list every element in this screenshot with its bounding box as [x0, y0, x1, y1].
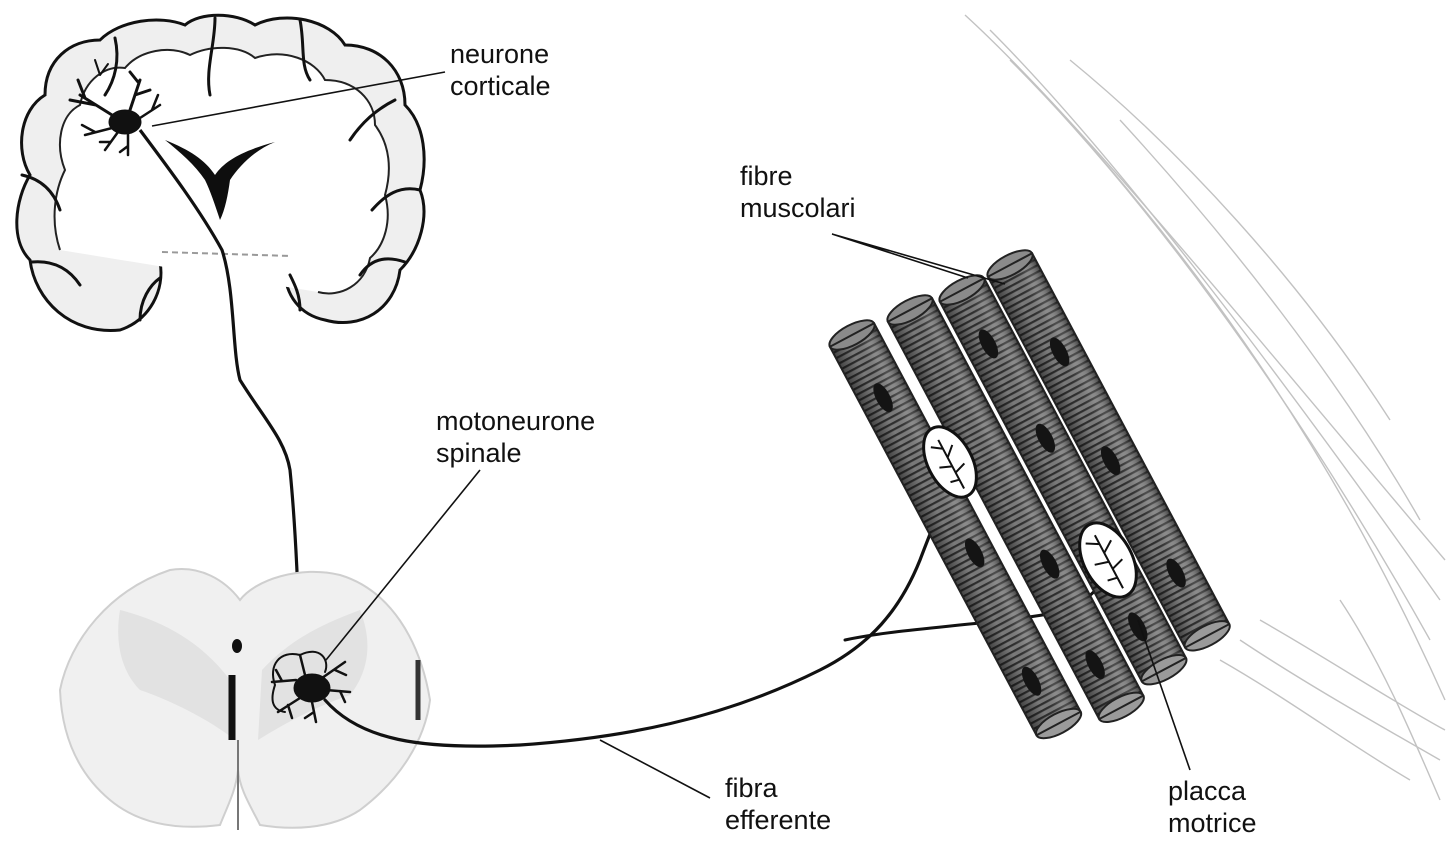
label-efferent-fiber-line2: efferente [725, 804, 831, 836]
label-cortical-neuron-line2: corticale [450, 70, 551, 102]
label-cortical-neuron-line1: neurone [450, 38, 551, 70]
label-spinal-motoneuron: motoneurone spinale [436, 405, 595, 469]
label-spinal-motoneuron-line2: spinale [436, 437, 595, 469]
label-efferent-fiber: fibra efferente [725, 772, 831, 836]
label-motor-endplate-line2: motrice [1168, 807, 1257, 839]
label-muscle-fibers-line2: muscolari [740, 192, 856, 224]
label-muscle-fibers-line1: fibre [740, 160, 856, 192]
label-motor-endplate: placca motrice [1168, 775, 1257, 839]
label-muscle-fibers: fibre muscolari [740, 160, 856, 224]
leader-line-efferent-fiber [600, 740, 710, 798]
brain-section [17, 15, 424, 330]
label-motor-endplate-line1: placca [1168, 775, 1257, 807]
muscle-fibers [825, 244, 1234, 744]
label-cortical-neuron: neurone corticale [450, 38, 551, 102]
spinal-cord-section [60, 569, 430, 830]
label-spinal-motoneuron-line1: motoneurone [436, 405, 595, 437]
label-efferent-fiber-line1: fibra [725, 772, 831, 804]
leader-line-muscle-fibers [832, 234, 1005, 284]
